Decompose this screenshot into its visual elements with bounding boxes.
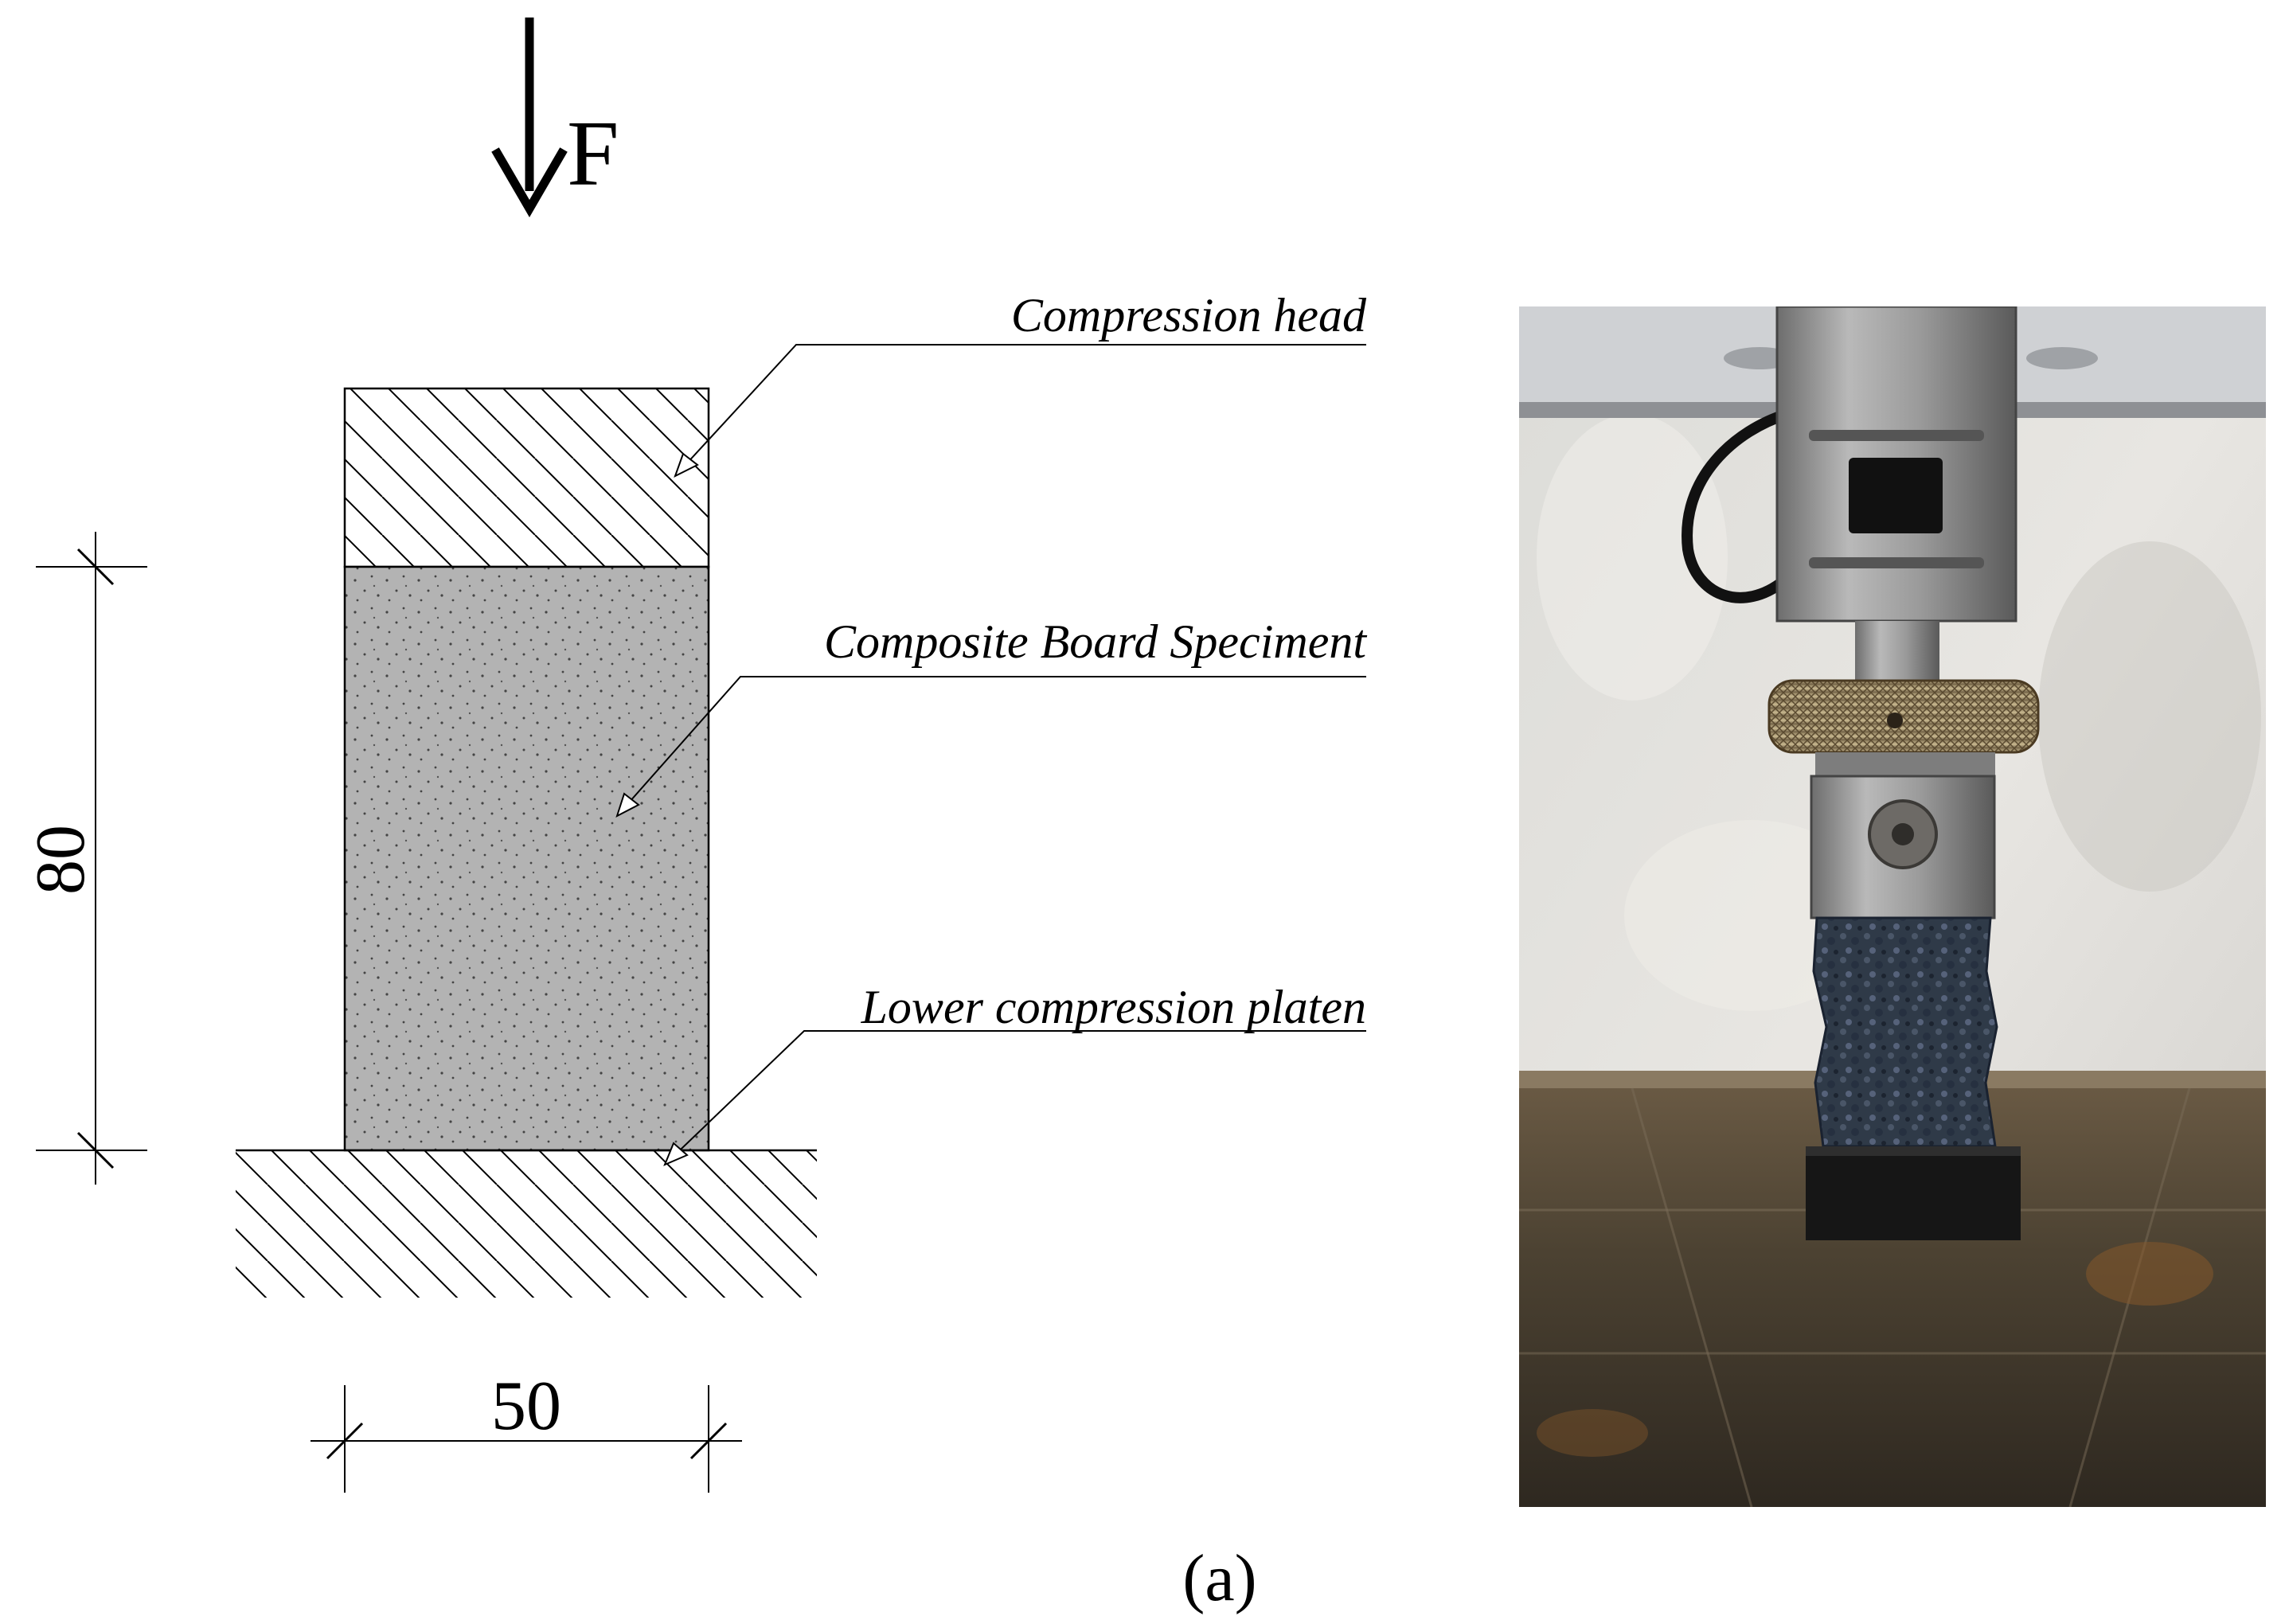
compression-head [343, 387, 710, 568]
label-compression-head: Compression head [1011, 289, 1367, 342]
label-lower-platen: Lower compression platen [861, 981, 1366, 1033]
test-setup-photo [1519, 306, 2266, 1507]
lower-compression-platen [236, 1149, 817, 1298]
leader-lower-platen [663, 1030, 1366, 1166]
height-dimension [36, 532, 147, 1185]
figure-caption: (a) [1182, 1541, 1256, 1615]
composite-board-specimen [343, 565, 710, 1152]
width-dimension-label: 50 [491, 1368, 561, 1445]
force-arrow [491, 18, 568, 217]
width-dimension [311, 1385, 742, 1493]
force-label: F [567, 101, 619, 205]
label-specimen: Composite Board Speciment [824, 615, 1367, 668]
leader-compression-head [674, 344, 1366, 478]
leader-specimen [615, 676, 1366, 818]
height-dimension-label: 80 [22, 825, 100, 895]
